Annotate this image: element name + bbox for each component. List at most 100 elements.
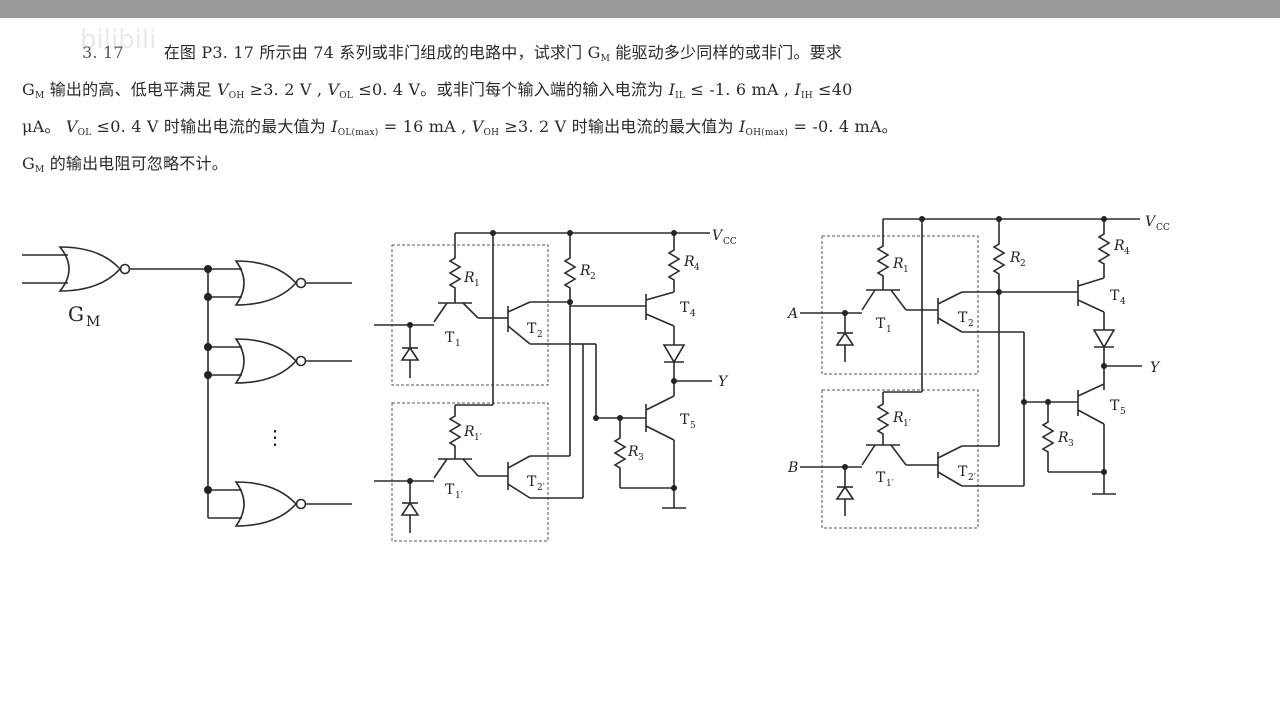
t1p-label-2: T bbox=[876, 470, 886, 486]
nor-gate-gm bbox=[58, 246, 122, 292]
problem-line-4: GM 的输出电阻可忽略不计。 bbox=[22, 145, 1102, 182]
r1-label: R bbox=[463, 270, 475, 286]
t2p-label-2-sub: 2′ bbox=[968, 473, 976, 483]
r2-label-2: R bbox=[1009, 250, 1021, 266]
gate-label-gm-sub: M bbox=[86, 314, 100, 330]
t1-label-sub: 1 bbox=[455, 339, 461, 349]
t4-label: T bbox=[680, 300, 690, 316]
r4-label-sub: 4 bbox=[694, 263, 700, 273]
r2-label-sub: 2 bbox=[590, 272, 596, 282]
problem-number: 3. 17 bbox=[82, 43, 124, 62]
symbol: V bbox=[471, 117, 484, 136]
ellipsis: ⋮ bbox=[265, 425, 285, 449]
t4-label-sub: 4 bbox=[690, 309, 696, 319]
symbol: I bbox=[668, 80, 676, 99]
svg-text:bilibili: bilibili bbox=[80, 25, 156, 55]
subscript: OL bbox=[339, 91, 354, 101]
problem-line-1: 3. 17 在图 P3. 17 所示由 74 系列或非门组成的电路中，试求门 GM… bbox=[22, 34, 1102, 71]
watermark-logo: bilibili bbox=[80, 25, 156, 55]
r1p-label-2-sub: 1′ bbox=[903, 419, 911, 429]
subscript: IH bbox=[801, 91, 813, 101]
vcc-label-sub: CC bbox=[723, 237, 737, 247]
symbol: I bbox=[331, 117, 338, 136]
input-b-label: B bbox=[787, 460, 798, 476]
t2-label: T bbox=[527, 321, 537, 337]
problem-line-1-text: 在图 P3. 17 所示由 74 系列或非门组成的电路中，试求门 G bbox=[163, 43, 601, 62]
vcc-label: V bbox=[712, 228, 724, 244]
t1-label: T bbox=[445, 330, 455, 346]
r1p-label-2: R bbox=[892, 410, 904, 426]
subscript: IL bbox=[675, 91, 686, 101]
r1p-label: R bbox=[463, 424, 475, 440]
r3-label-2: R bbox=[1057, 430, 1069, 446]
nor-gate-load-1 bbox=[234, 260, 298, 306]
vcc-label-2: V bbox=[1145, 214, 1157, 230]
text: ≤ -1. 6 mA , bbox=[685, 80, 795, 99]
t2p-label-2: T bbox=[958, 464, 968, 480]
r1-label-2: R bbox=[892, 256, 904, 272]
text: μA。 bbox=[22, 117, 66, 136]
subscript: OL(max) bbox=[337, 128, 379, 138]
gate-label-gm: G bbox=[68, 302, 84, 326]
nor-gate-load-n bbox=[234, 481, 298, 527]
symbol: I bbox=[738, 117, 746, 136]
circuit-figure: G M ⋮ V CC bbox=[22, 214, 1170, 542]
subscript: OH(max) bbox=[745, 128, 789, 138]
nor-fanout-diagram: G M ⋮ bbox=[22, 246, 352, 527]
t5-label-2: T bbox=[1110, 398, 1120, 414]
input-a-label: A bbox=[786, 306, 798, 322]
problem-line-1-tail: 能驱动多少同样的或非门。要求 bbox=[610, 43, 843, 62]
symbol: V bbox=[327, 80, 340, 99]
r2-label-2-sub: 2 bbox=[1020, 259, 1026, 269]
symbol: V bbox=[65, 117, 78, 136]
problem-line-2: GM 输出的高、低电平满足 VOH ≥3. 2 V , VOL ≤0. 4 V。… bbox=[22, 71, 1102, 108]
text: ≤40 bbox=[812, 80, 853, 99]
t1-label-2: T bbox=[876, 316, 886, 332]
t2p-label-sub: 2′ bbox=[537, 483, 545, 493]
text: G bbox=[22, 80, 35, 99]
t4-label-2-sub: 4 bbox=[1120, 297, 1126, 307]
t2-label-sub: 2 bbox=[537, 330, 543, 340]
r3-label: R bbox=[627, 444, 639, 460]
t2p-label: T bbox=[527, 474, 537, 490]
top-bar bbox=[0, 0, 1280, 18]
r1-label-sub: 1 bbox=[474, 279, 480, 289]
symbol: V bbox=[216, 80, 229, 99]
subscript: OH bbox=[228, 91, 245, 101]
ttl-nor-circuit-1: V CC R 1 T 1 T 2 bbox=[374, 228, 737, 542]
t1p-label-2-sub: 1′ bbox=[886, 479, 894, 489]
ttl-nor-circuit-2: V CC R 1 T 1 A T 2 bbox=[786, 214, 1170, 529]
text: ≥3. 2 V 时输出电流的最大值为 bbox=[499, 117, 739, 136]
t5-label-sub: 5 bbox=[690, 421, 696, 431]
output-y-label-2: Y bbox=[1150, 360, 1161, 376]
text: ≤0. 4 V 时输出电流的最大值为 bbox=[91, 117, 332, 136]
nor-gate-load-2 bbox=[234, 338, 298, 384]
text: 输出的高、低电平满足 bbox=[44, 80, 217, 99]
t5-label-2-sub: 5 bbox=[1120, 407, 1126, 417]
subscript: OH bbox=[483, 128, 500, 138]
text: = 16 mA , bbox=[378, 117, 472, 136]
r4-label: R bbox=[683, 254, 695, 270]
t5-label: T bbox=[680, 412, 690, 428]
r3-label-sub: 3 bbox=[638, 453, 644, 463]
t1p-label: T bbox=[445, 482, 455, 498]
symbol: I bbox=[794, 80, 801, 99]
text: 的输出电阻可忽略不计。 bbox=[44, 154, 228, 173]
t4-label-2: T bbox=[1110, 288, 1120, 304]
r2-label: R bbox=[579, 263, 591, 279]
text: ≤0. 4 V。或非门每个输入端的输入电流为 bbox=[353, 80, 669, 99]
r3-label-2-sub: 3 bbox=[1068, 439, 1074, 449]
t2-label-2: T bbox=[958, 310, 968, 326]
subscript: M bbox=[34, 165, 45, 175]
text: G bbox=[22, 154, 35, 173]
vcc-label-2-sub: CC bbox=[1156, 223, 1170, 233]
r4-label-2: R bbox=[1113, 238, 1125, 254]
r1-label-2-sub: 1 bbox=[903, 265, 909, 275]
subscript: OL bbox=[77, 128, 92, 138]
text: ≥3. 2 V , bbox=[244, 80, 328, 99]
subscript: M bbox=[600, 54, 610, 64]
r1p-label-sub: 1′ bbox=[474, 433, 482, 443]
t1p-label-sub: 1′ bbox=[455, 491, 463, 501]
text: = -0. 4 mA。 bbox=[788, 117, 898, 136]
